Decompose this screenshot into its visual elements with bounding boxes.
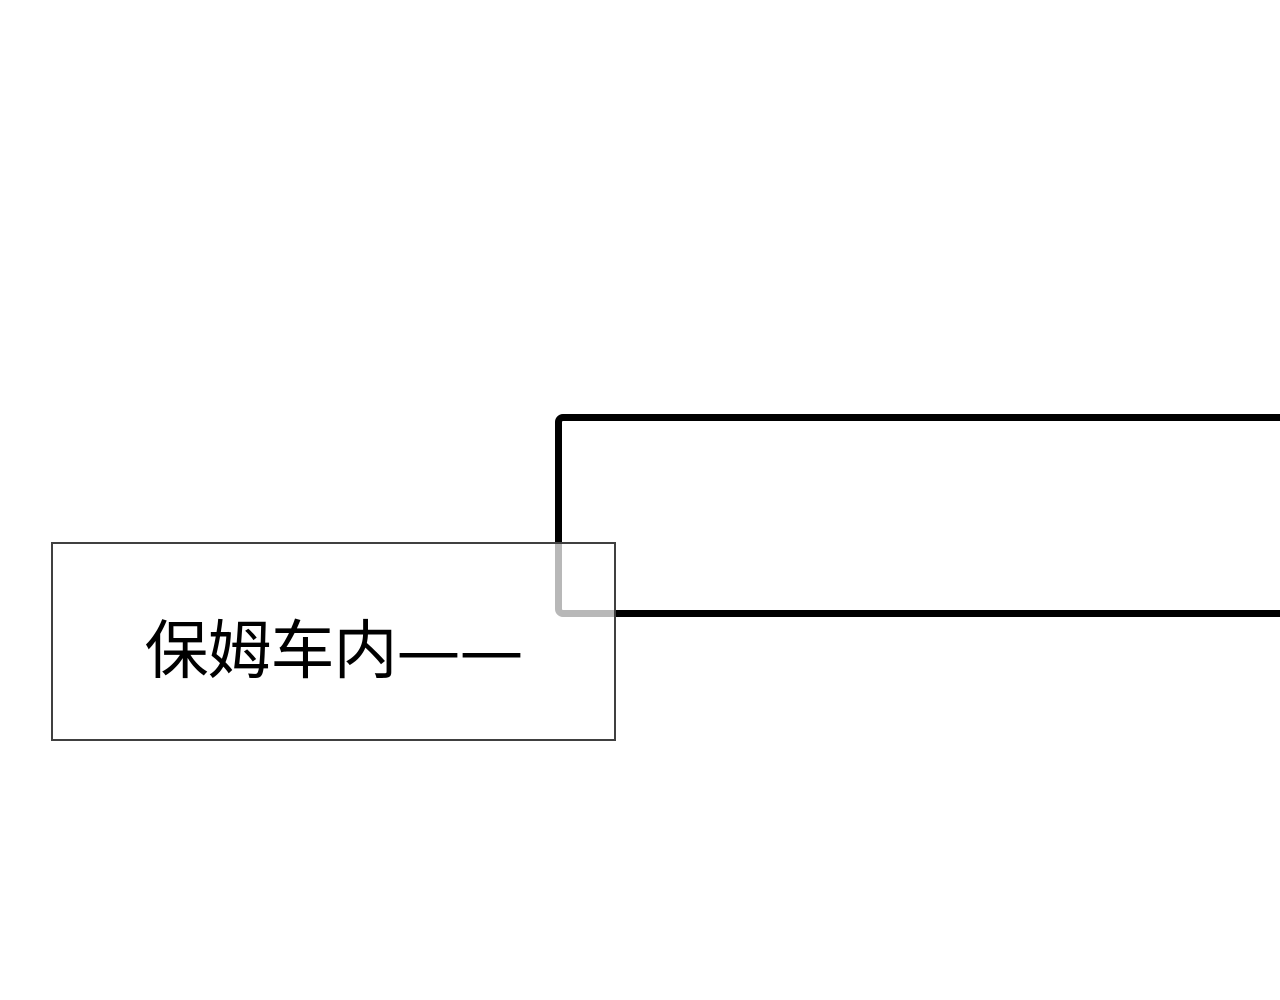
narration-caption-box: 保姆车内——: [51, 542, 616, 741]
narration-caption-text: 保姆车内——: [144, 614, 524, 689]
comic-panel-frame: [555, 414, 1280, 617]
